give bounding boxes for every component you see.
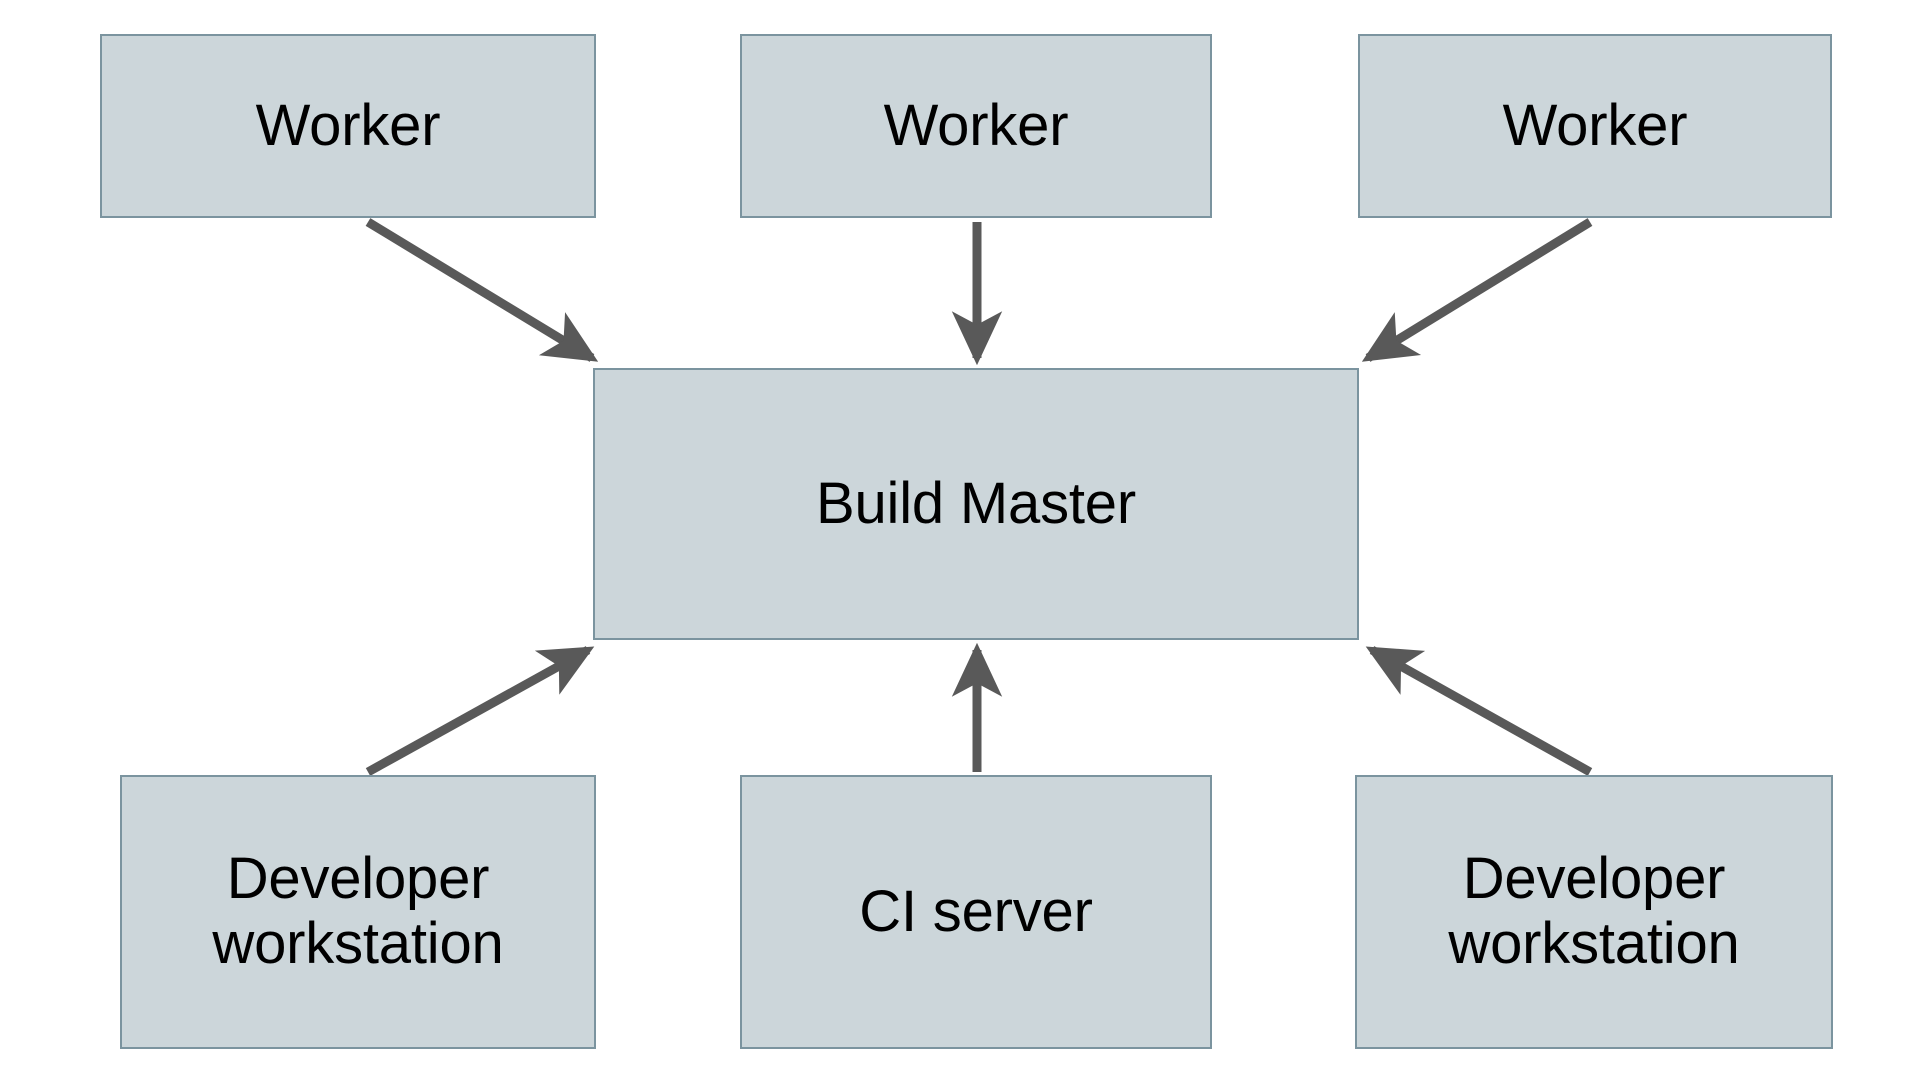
edge-dev-1-build-master — [365, 646, 595, 776]
edge-worker-1-build-master — [365, 218, 599, 362]
node-developer-workstation-left-label: Developer workstation — [212, 846, 504, 976]
node-developer-workstation-right[interactable]: Developer workstation — [1355, 775, 1833, 1049]
node-worker-2-label: Worker — [883, 92, 1069, 158]
node-developer-workstation-right-label: Developer workstation — [1448, 846, 1740, 976]
node-worker-1[interactable]: Worker — [100, 34, 596, 218]
node-build-master[interactable]: Build Master — [593, 368, 1359, 640]
node-build-master-label: Build Master — [816, 470, 1136, 536]
node-worker-3-label: Worker — [1502, 92, 1688, 158]
node-worker-1-label: Worker — [255, 92, 441, 158]
node-worker-2[interactable]: Worker — [740, 34, 1212, 218]
edge-worker-3-build-master — [1361, 218, 1593, 362]
node-ci-server[interactable]: CI server — [740, 775, 1212, 1049]
node-worker-3[interactable]: Worker — [1358, 34, 1832, 218]
edge-dev-2-build-master — [1365, 646, 1593, 776]
node-ci-server-label: CI server — [859, 878, 1093, 944]
node-developer-workstation-left[interactable]: Developer workstation — [120, 775, 596, 1049]
